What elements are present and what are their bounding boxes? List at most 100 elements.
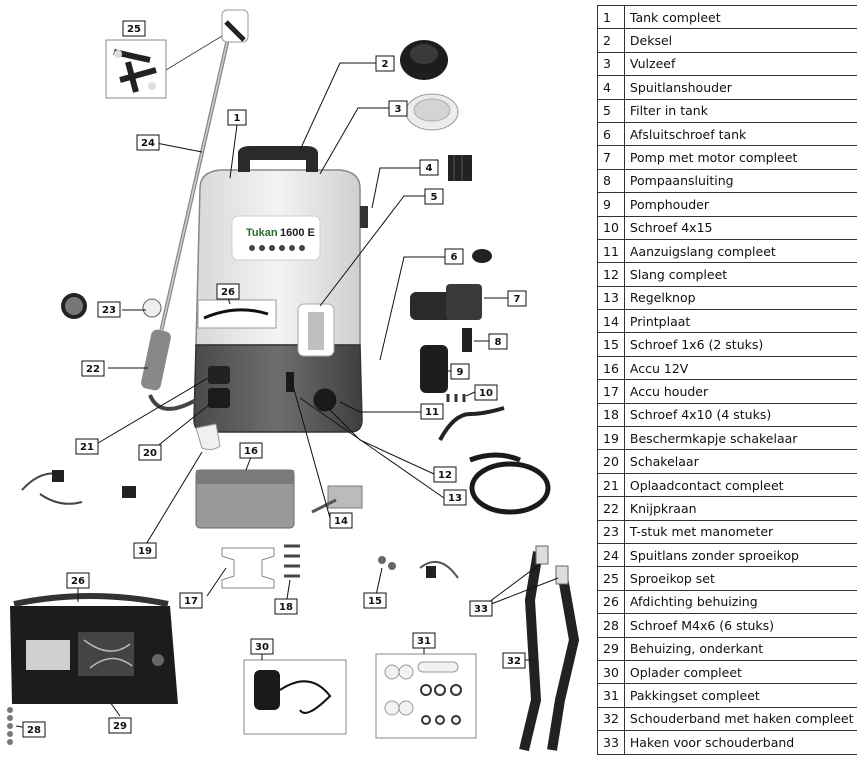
part-number: 14 (597, 309, 625, 334)
part-name: Filter in tank (623, 98, 857, 123)
callout-8: 8 (488, 333, 508, 350)
svg-text:11: 11 (425, 407, 439, 418)
part-number: 10 (597, 215, 625, 240)
tank-filter-part (297, 303, 335, 357)
callout-6: 6 (444, 248, 464, 265)
bottom-housing-part (7, 593, 178, 745)
callout-24: 24 (136, 134, 160, 151)
callout-2: 2 (375, 55, 395, 72)
callout-28: 28 (22, 721, 46, 738)
callout-3: 3 (388, 100, 408, 117)
svg-text:16: 16 (244, 446, 258, 457)
shoulder-strap-part (519, 545, 580, 752)
part-number: 2 (597, 28, 625, 53)
part-number: 16 (597, 355, 625, 381)
part-number: 3 (597, 51, 625, 77)
part-number: 24 (597, 542, 625, 568)
part-name: T-stuk met manometer (623, 519, 857, 544)
svg-text:13: 13 (448, 493, 462, 504)
part-name: Spuitlans zonder sproeikop (623, 542, 857, 568)
callout-21: 21 (75, 438, 99, 455)
part-name: Sproeikop set (623, 566, 857, 591)
callout-31: 31 (412, 632, 436, 649)
part-name: Aanzuigslang compleet (623, 238, 857, 264)
part-name: Schroef 1x6 (2 stuks) (623, 332, 857, 357)
part-number: 19 (597, 426, 625, 451)
part-name: Vulzeef (623, 51, 857, 77)
part-number: 18 (597, 402, 625, 428)
part-number: 23 (597, 519, 625, 544)
part-number: 13 (597, 285, 625, 311)
svg-text:2: 2 (382, 59, 389, 70)
svg-text:6: 6 (451, 252, 458, 263)
callout-29: 29 (108, 717, 132, 734)
callout-23: 23 (97, 301, 121, 318)
callout-14: 14 (329, 512, 353, 529)
part-name: Printplaat (623, 309, 857, 334)
part-number: 26 (597, 589, 625, 615)
part-name: Schouderband met haken compleet (623, 706, 857, 732)
part-number: 31 (597, 683, 625, 708)
callout-30: 30 (250, 638, 274, 655)
svg-text:10: 10 (479, 388, 493, 399)
callout-33: 33 (469, 600, 493, 617)
callout-4: 4 (419, 159, 439, 176)
callout-32: 32 (502, 652, 526, 669)
svg-text:19: 19 (138, 546, 152, 557)
small-screws-part (378, 556, 459, 579)
svg-text:26: 26 (221, 287, 235, 298)
part-name: Tank compleet (623, 4, 857, 30)
part-name: Deksel (623, 28, 857, 53)
svg-text:26: 26 (71, 576, 85, 587)
part-number: 29 (597, 636, 625, 661)
callout-16: 16 (239, 442, 263, 459)
part-name: Pomp met motor compleet (623, 145, 857, 170)
svg-text:14: 14 (334, 516, 348, 527)
gasket-set-inset (375, 653, 477, 739)
part-number: 12 (597, 262, 625, 287)
battery-holder-part (221, 544, 300, 589)
charger-inset (243, 659, 347, 735)
pump-assembly (410, 249, 492, 402)
part-name: Pomphouder (623, 192, 857, 217)
part-number: 11 (597, 238, 625, 264)
part-name: Spuitlanshouder (623, 75, 857, 100)
part-name: Afsluitschroef tank (623, 121, 857, 147)
callout-25: 25 (122, 20, 146, 37)
part-name: Pompaansluiting (623, 168, 857, 194)
part-name: Pakkingset compleet (623, 683, 857, 708)
svg-text:7: 7 (514, 294, 521, 305)
battery-part (195, 469, 295, 529)
svg-text:18: 18 (279, 602, 293, 613)
callout-26: 26 (216, 283, 240, 300)
part-number: 5 (597, 98, 625, 123)
brand-label: Tukan (246, 227, 278, 239)
model-label: 1600 E (280, 227, 315, 239)
part-number: 33 (597, 730, 625, 755)
part-name: Schroef M4x6 (6 stuks) (623, 613, 857, 638)
switch-cover-part (195, 423, 221, 451)
part-number: 1 (597, 4, 625, 30)
svg-text:28: 28 (27, 725, 41, 736)
part-name: Oplader compleet (623, 659, 857, 685)
svg-text:4: 4 (426, 163, 433, 174)
part-name: Behuizing, onderkant (623, 636, 857, 661)
callout-19: 19 (133, 542, 157, 559)
part-name: Beschermkapje schakelaar (623, 426, 857, 451)
svg-text:12: 12 (438, 470, 452, 481)
part-number: 21 (597, 472, 625, 498)
